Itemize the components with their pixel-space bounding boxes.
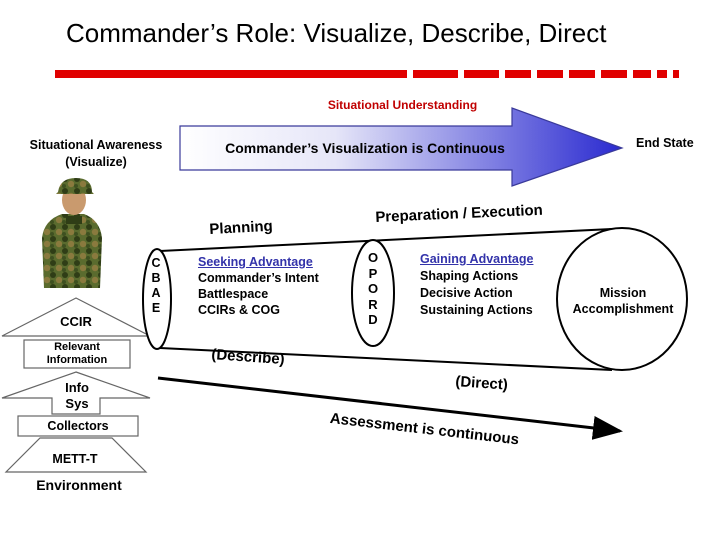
slide-title: Commander’s Role: Visualize, Describe, D… — [66, 18, 607, 48]
gaining-item: Sustaining Actions — [420, 303, 533, 317]
cbae-ellipse — [142, 248, 172, 350]
opord-letter: O — [367, 281, 379, 296]
seeking-item: Commander’s Intent — [198, 271, 319, 285]
relevant-information-label: Relevant Information — [24, 341, 130, 367]
seeking-item: Battlespace — [198, 287, 269, 301]
relevant-information-line1: Relevant — [54, 341, 100, 353]
situational-awareness-line2: (Visualize) — [65, 155, 127, 169]
info-sys-arrow — [1, 371, 151, 415]
seeking-advantage-heading: Seeking Advantage — [198, 255, 313, 269]
gaining-item: Shaping Actions — [420, 269, 519, 283]
ccir-triangle — [1, 297, 151, 337]
cbae-letter: C — [151, 256, 161, 270]
collectors-box — [17, 415, 139, 437]
opord-letter: D — [368, 312, 378, 327]
opord-label: O P O R D — [362, 250, 384, 328]
cylinder-bottom-edge — [159, 347, 613, 371]
mission-ellipse — [556, 227, 688, 371]
environment-label: Environment — [36, 477, 122, 493]
relevant-information-box — [23, 339, 131, 369]
situational-awareness-line1: Situational Awareness — [29, 138, 163, 152]
opord-letter: R — [368, 296, 378, 312]
situational-awareness-label: Situational Awareness (Visualize) — [8, 137, 184, 171]
mett-t-label: METT-T — [52, 452, 98, 466]
title-rule — [55, 70, 679, 78]
ccir-label: CCIR — [60, 314, 92, 329]
gaining-advantage-heading: Gaining Advantage — [420, 252, 534, 266]
direct-label: (Direct) — [454, 373, 509, 394]
seeking-advantage-block: Seeking Advantage Commander’s Intent Bat… — [198, 254, 319, 318]
opord-letter: O — [367, 250, 379, 265]
opord-ellipse — [351, 239, 395, 347]
cbae-letter: E — [151, 301, 161, 315]
cylinder-top-edge — [159, 228, 613, 252]
mission-accomplishment-label: Mission Accomplishment — [560, 285, 686, 317]
mett-t-trapezoid — [4, 437, 148, 473]
mission-line2: Accomplishment — [572, 302, 674, 316]
assessment-arrow — [157, 376, 623, 440]
seeking-item: CCIRs & COG — [198, 303, 280, 317]
info-sys-line1: Info — [65, 380, 89, 395]
information-pyramid — [1, 297, 151, 473]
cbae-letter: A — [151, 286, 161, 300]
gaining-item: Decisive Action — [420, 286, 513, 300]
relevant-information-line2: Information — [46, 354, 108, 366]
collectors-label: Collectors — [47, 419, 109, 433]
cbae-label: C B A E — [147, 256, 165, 316]
planning-label: Planning — [209, 217, 274, 238]
cbae-letter: B — [151, 271, 161, 285]
visualization-arrow-label: Commander’s Visualization is Continuous — [225, 140, 505, 156]
mission-line1: Mission — [599, 286, 647, 300]
situational-understanding-label: Situational Understanding — [327, 98, 478, 112]
info-sys-line2: Sys — [65, 396, 89, 411]
info-sys-label: Info Sys — [52, 380, 102, 412]
gaining-advantage-block: Gaining Advantage Shaping Actions Decisi… — [420, 251, 533, 319]
soldier-icon — [42, 178, 102, 288]
end-state-label: End State — [636, 136, 694, 150]
opord-letter: P — [368, 265, 378, 281]
visualization-arrow — [179, 107, 624, 187]
